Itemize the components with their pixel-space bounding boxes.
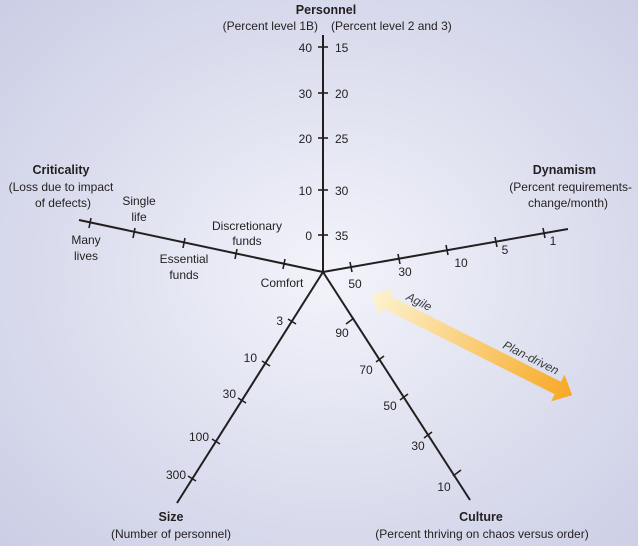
essential-funds-label-line1: Essential — [160, 252, 209, 266]
tick-marks — [88, 46, 546, 482]
personnel-left-tick-label: 0 — [305, 229, 312, 243]
single-life-label-line2: life — [131, 210, 147, 224]
dynamism-subtitle-line2: change/month) — [528, 196, 608, 210]
dynamism-tick-label: 50 — [348, 277, 362, 291]
dynamism-tick-label: 5 — [502, 243, 509, 257]
criticality-axis: Criticality (Loss due to impact of defec… — [9, 163, 304, 290]
dynamism-tick — [445, 244, 449, 256]
criticality-tick — [234, 248, 238, 260]
size-title: Size — [158, 510, 183, 524]
axis-lines — [78, 35, 569, 504]
dynamism-tick — [494, 236, 498, 248]
size-tick — [261, 360, 271, 367]
dynamism-axis: Dynamism (Percent requirements- change/m… — [348, 163, 632, 291]
size-tick — [237, 397, 247, 404]
personnel-right-tick-label: 20 — [335, 87, 349, 101]
size-tick-label: 10 — [244, 351, 258, 365]
criticality-title: Criticality — [33, 163, 90, 177]
culture-tick — [399, 393, 409, 401]
size-tick-label: 30 — [223, 387, 237, 401]
culture-tick — [452, 469, 462, 477]
dynamism-title: Dynamism — [533, 163, 596, 177]
personnel-left-tick-label: 30 — [299, 87, 313, 101]
size-tick — [287, 318, 297, 325]
dynamism-tick-label: 30 — [398, 265, 412, 279]
single-life-label-line1: Single — [122, 194, 156, 208]
culture-tick-label: 90 — [335, 326, 349, 340]
size-tick-label: 300 — [166, 468, 186, 482]
dynamism-tick-label: 1 — [550, 234, 557, 248]
size-axis-line — [176, 271, 324, 504]
personnel-right-tick-label: 25 — [335, 132, 349, 146]
discretionary-funds-label-line1: Discretionary — [212, 219, 282, 233]
double-arrow-shape — [371, 288, 573, 402]
essential-funds-label-line2: funds — [169, 268, 198, 282]
many-lives-label-line2: lives — [74, 249, 98, 263]
comfort-label: Comfort — [261, 276, 304, 290]
culture-tick-label: 30 — [411, 439, 425, 453]
culture-axis: Culture (Percent thriving on chaos versu… — [335, 326, 588, 541]
criticality-subtitle-line2: of defects) — [35, 196, 91, 210]
personnel-axis: Personnel (Percent level 1B) (Percent le… — [223, 3, 452, 243]
size-tick-label: 3 — [276, 314, 283, 328]
personnel-left-tick-label: 10 — [299, 184, 313, 198]
personnel-left-subtitle: (Percent level 1B) — [223, 19, 318, 33]
dynamism-tick — [349, 261, 353, 273]
personnel-right-tick-label: 30 — [335, 184, 349, 198]
personnel-left-tick-label: 20 — [299, 132, 313, 146]
size-axis: Size (Number of personnel) 3 10 30 100 3… — [111, 314, 283, 541]
culture-tick — [375, 355, 385, 363]
culture-tick — [423, 431, 433, 439]
many-lives-label-line1: Many — [71, 233, 100, 247]
dynamism-tick — [397, 253, 401, 265]
criticality-axis-line — [78, 219, 324, 273]
culture-tick-label: 10 — [437, 480, 451, 494]
size-tick — [187, 475, 197, 482]
personnel-right-tick-label: 35 — [335, 229, 349, 243]
dynamism-axis-line — [322, 228, 569, 273]
personnel-right-tick-label: 15 — [335, 41, 349, 55]
criticality-tick — [132, 227, 136, 239]
size-subtitle: (Number of personnel) — [111, 527, 231, 541]
criticality-subtitle-line1: (Loss due to impact — [9, 180, 114, 194]
discretionary-funds-label-line2: funds — [232, 234, 261, 248]
culture-tick-label: 70 — [359, 363, 373, 377]
size-tick-label: 100 — [189, 430, 209, 444]
culture-axis-line — [322, 271, 471, 501]
size-tick — [211, 438, 221, 445]
culture-subtitle: (Percent thriving on chaos versus order) — [375, 527, 588, 541]
personnel-left-tick-label: 40 — [299, 41, 313, 55]
personnel-right-subtitle: (Percent level 2 and 3) — [331, 19, 452, 33]
criticality-tick — [282, 258, 286, 270]
dynamism-tick-label: 10 — [454, 256, 468, 270]
dynamism-subtitle-line1: (Percent requirements- — [509, 180, 632, 194]
criticality-tick — [182, 237, 186, 249]
personnel-title: Personnel — [296, 3, 356, 17]
culture-tick — [345, 317, 355, 325]
criticality-tick — [88, 217, 92, 229]
culture-tick-label: 50 — [383, 399, 397, 413]
dynamism-tick — [542, 227, 546, 239]
culture-title: Culture — [459, 510, 503, 524]
